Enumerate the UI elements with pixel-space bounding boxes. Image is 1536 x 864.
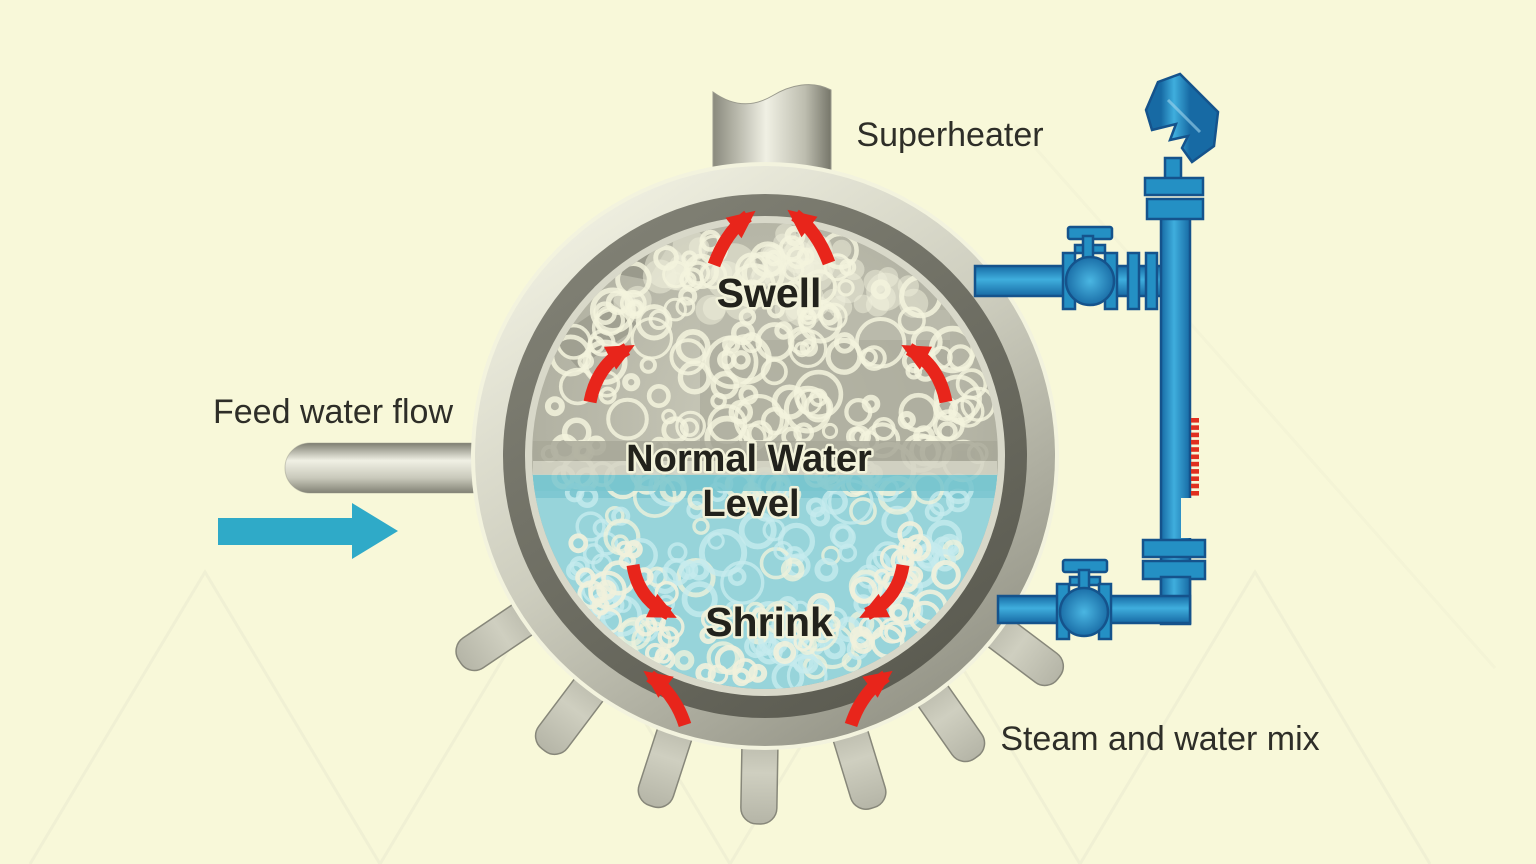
- mid-arrow-left: [583, 343, 635, 404]
- mid-arrow-right: [901, 343, 953, 404]
- gauge-bottom-flange: [1141, 538, 1207, 559]
- feed-water-flow-arrow-icon: [218, 503, 398, 559]
- normal-water-level-label-line2: Level: [702, 483, 799, 525]
- superheater-label: Superheater: [856, 116, 1043, 154]
- gauge-head-assembly: [1143, 72, 1220, 221]
- normal-water-level-label-line1: Normal Water: [626, 438, 872, 480]
- water-level-gauge-piping: [973, 72, 1220, 641]
- upper-gauge-valve: [1061, 225, 1119, 311]
- feed-water-pipe: [284, 442, 507, 494]
- swell-label: Swell: [717, 270, 822, 316]
- lower-gauge-valve: [1055, 558, 1113, 641]
- feed-water-flow-label: Feed water flow: [213, 393, 453, 431]
- swell-arrow-left: [707, 210, 756, 268]
- swell-arrow-right: [787, 209, 836, 266]
- gauge-scale-ticks: [1191, 418, 1199, 496]
- shrink-arrow-right: [859, 563, 910, 620]
- steam-and-water-mix-label: Steam and water mix: [1000, 720, 1319, 758]
- gauge-angled-head: [1144, 72, 1220, 164]
- bottom-arrow-left: [643, 670, 692, 728]
- upper-pipe-flange: [1126, 251, 1141, 311]
- shrink-arrow-left: [626, 563, 677, 620]
- boiler-drum: Swell Normal Water Level Shrink: [471, 162, 1059, 750]
- gauge-top-flange: [1143, 176, 1205, 197]
- shrink-label: Shrink: [705, 599, 833, 645]
- bottom-arrow-right: [844, 670, 893, 728]
- circulation-arrows: [583, 209, 953, 728]
- water-level-plates: [533, 441, 997, 491]
- upper-pipe-flange: [1144, 251, 1159, 311]
- gauge-top-flange: [1145, 197, 1205, 221]
- background-watermark: [28, 124, 1497, 864]
